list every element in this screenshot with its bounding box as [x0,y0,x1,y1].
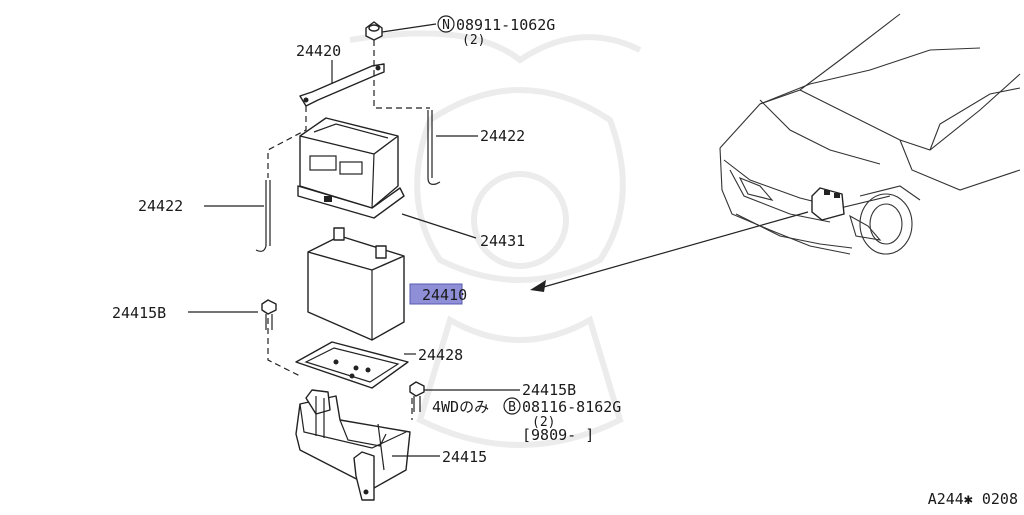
label-24410: 24410 [422,286,467,304]
nut-circle-letter: N [442,18,450,33]
label-24420: 24420 [296,42,341,60]
hold-down-bar-icon [299,63,385,107]
label-24415: 24415 [442,448,487,466]
label-24415B-right: 24415B [522,381,576,399]
battery-label-highlight [409,283,463,305]
rod-right-icon [427,110,441,185]
bolt-qty: (2) [532,415,555,430]
battery-cover-icon [297,117,405,219]
bolt-right-icon [409,381,425,412]
label-24415B-left: 24415B [112,304,166,322]
label-24422-right: 24422 [480,127,525,145]
watermark-emblem [349,30,642,448]
bolt-4wd-note: 4WDのみ [432,398,489,416]
battery-icon [307,227,405,341]
nut-icon [365,21,383,41]
battery-tray-icon [295,389,411,501]
nut-callout: N 08911-1062G (2) [437,15,555,48]
bolt-circle-mark [503,397,521,415]
label-24428: 24428 [418,346,463,364]
bolt-part-code: 08116-8162G [522,398,621,416]
nut-qty: (2) [462,33,485,48]
location-arrow [530,211,809,292]
label-24422-left: 24422 [138,197,183,215]
tray-pad-icon [295,341,409,389]
diagram-id: A244✱ 0208 [928,490,1018,508]
rod-left-icon [255,180,271,252]
bolt-circle-letter: B [508,400,516,415]
bolt-left-icon [261,299,277,330]
car-illustration [719,13,1021,255]
label-24431: 24431 [480,232,525,250]
nut-part-code: 08911-1062G [456,16,555,34]
bolt-date-range: [9809- ] [522,426,594,444]
